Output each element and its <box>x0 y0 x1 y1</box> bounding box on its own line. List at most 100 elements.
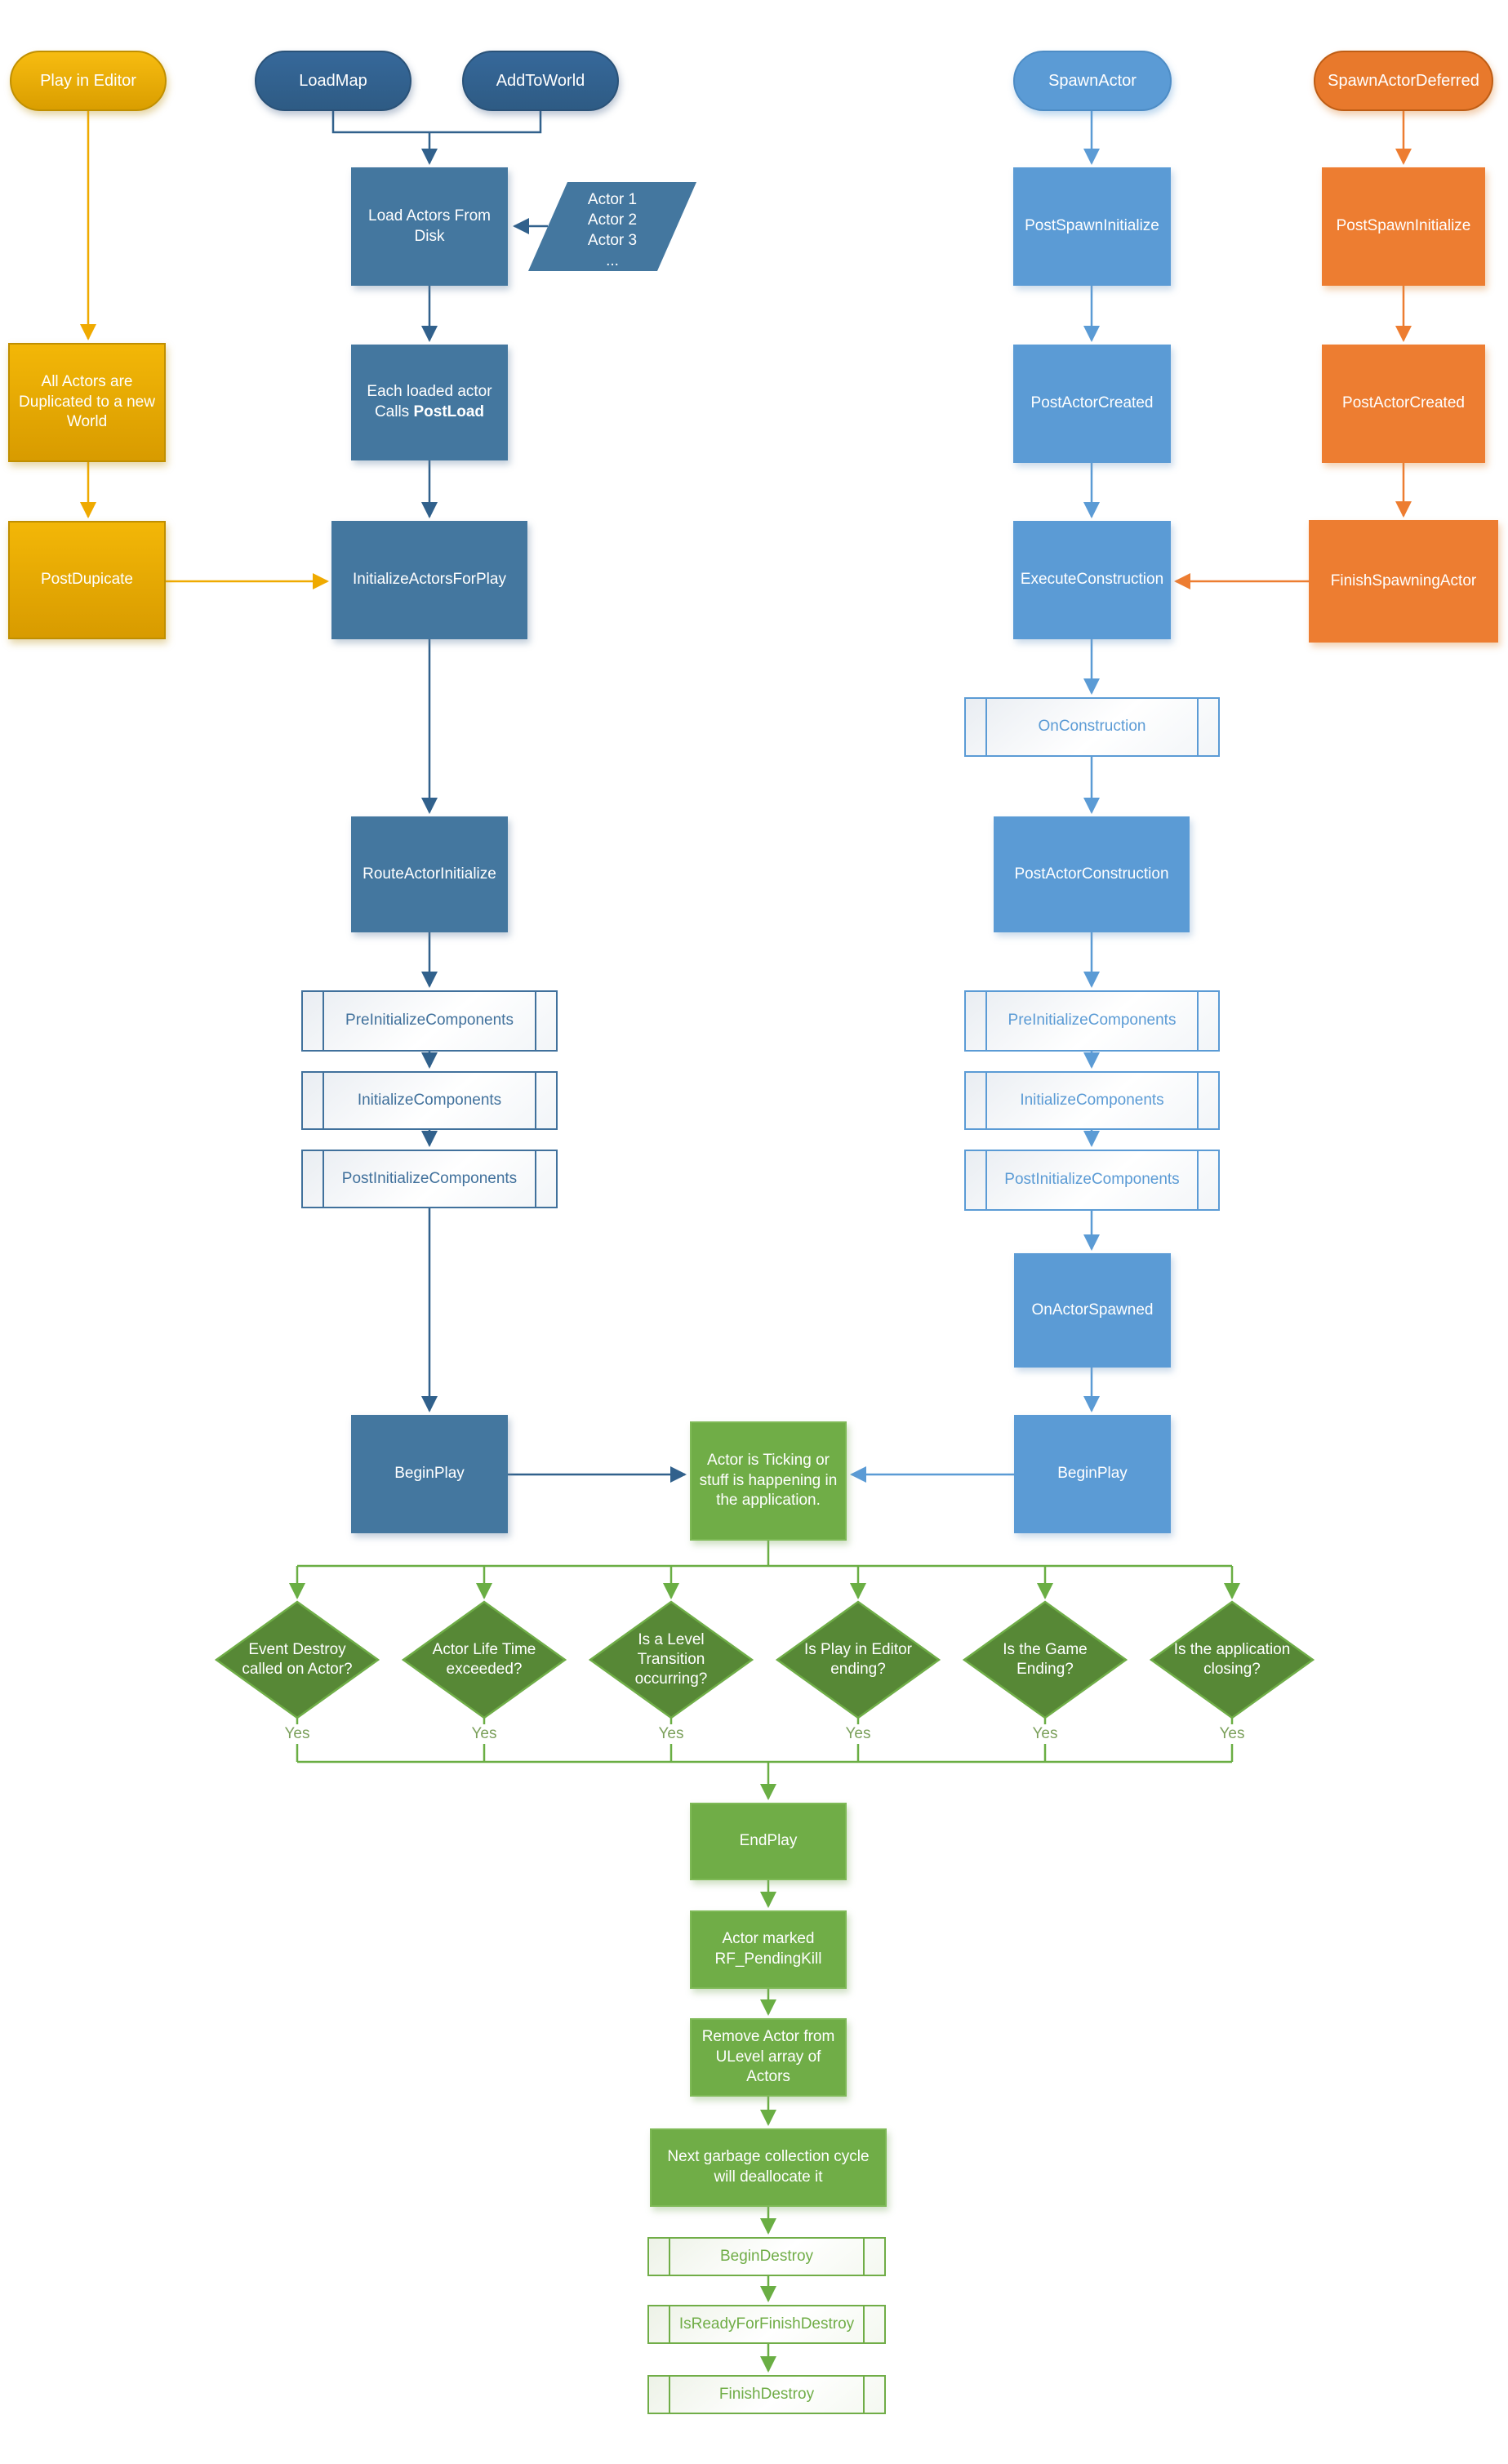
remove-actor-from-ulevel-label: Remove Actor from ULevel array of Actors <box>701 2027 835 2086</box>
post-actor-construction-label: PostActorConstruction <box>1014 865 1169 883</box>
execute-construction-box: ExecuteConstruction <box>1013 521 1171 639</box>
begin-destroy-box: BeginDestroy <box>647 2237 886 2276</box>
post-spawn-initialize-label: PostSpawnInitialize <box>1336 217 1471 235</box>
on-actor-spawned-box: OnActorSpawned <box>1014 1253 1171 1368</box>
each-loaded-actor-label: Each loaded actor Calls PostLoad <box>367 382 492 422</box>
branch-yes-label: Yes <box>273 1724 322 1744</box>
initialize-actors-for-play-label: InitializeActorsForPlay <box>353 571 506 589</box>
start-spawn-actor-label: SpawnActor <box>1048 72 1137 90</box>
actor-list-item: ... <box>606 252 619 269</box>
actor-marked-pending-kill-label: Actor marked RF_PendingKill <box>714 1930 822 1968</box>
decision-diamond <box>401 1600 567 1719</box>
begin-destroy-label: BeginDestroy <box>719 2247 814 2265</box>
each-loaded-actor-line2-prefix: Calls <box>374 403 414 420</box>
actor-list-item: Actor 3 <box>587 232 638 249</box>
each-loaded-actor-box: Each loaded actor Calls PostLoad <box>351 345 508 460</box>
start-add-to-world-label: AddToWorld <box>496 72 585 90</box>
remove-actor-from-ulevel-box: Remove Actor from ULevel array of Actors <box>690 2018 847 2097</box>
end-play-label: EndPlay <box>739 1832 798 1850</box>
on-construction-box: OnConstruction <box>964 697 1220 757</box>
garbage-collection-box: Next garbage collection cycle will deall… <box>650 2128 887 2207</box>
post-actor-construction-box: PostActorConstruction <box>994 816 1190 932</box>
post-spawn-initialize-deferred-box: PostSpawnInitialize <box>1322 167 1485 286</box>
connectors-light-blue <box>850 111 1100 1483</box>
is-ready-for-finish-destroy-label: IsReadyForFinishDestroy <box>678 2315 855 2333</box>
begin-play-label: BeginPlay <box>394 1465 465 1483</box>
pre-initialize-components-right: PreInitializeComponents <box>964 990 1220 1052</box>
branch-yes-label: Yes <box>1208 1724 1257 1744</box>
post-spawn-initialize-label: PostSpawnInitialize <box>1025 217 1159 235</box>
post-duplicate-label: PostDupicate <box>40 571 133 589</box>
finish-destroy-box: FinishDestroy <box>647 2375 886 2414</box>
initialize-components-left: InitializeComponents <box>301 1071 558 1130</box>
finish-spawning-actor-label: FinishSpawningActor <box>1330 572 1477 589</box>
branch-yes-label: Yes <box>1021 1724 1070 1744</box>
initialize-components-label: InitializeComponents <box>1020 1091 1164 1109</box>
decision-diamond <box>1149 1600 1315 1719</box>
actor-marked-pending-kill-box: Actor marked RF_PendingKill <box>690 1910 847 1989</box>
connectors-gold <box>80 111 329 589</box>
actor-list-label: Actor 1 Actor 2 Actor 3 ... <box>539 189 686 271</box>
post-duplicate-box: PostDupicate <box>8 521 166 639</box>
decision-diamond <box>775 1600 941 1719</box>
decision-event-destroy-label: Event Destroy called on Actor? <box>242 1641 353 1678</box>
finish-spawning-actor-box: FinishSpawningActor <box>1309 520 1498 643</box>
end-play-box: EndPlay <box>690 1803 847 1880</box>
route-actor-initialize-box: RouteActorInitialize <box>351 816 508 932</box>
actor-ticking-box: Actor is Ticking or stuff is happening i… <box>690 1421 847 1541</box>
decision-app-closing-label: Is the application closing? <box>1173 1641 1291 1678</box>
start-load-map: LoadMap <box>255 51 411 111</box>
post-actor-created-deferred-box: PostActorCreated <box>1322 345 1485 463</box>
actor-list-item: Actor 2 <box>587 211 638 229</box>
initialize-components-right: InitializeComponents <box>964 1071 1220 1130</box>
initialize-actors-for-play-box: InitializeActorsForPlay <box>331 521 527 639</box>
start-add-to-world: AddToWorld <box>462 51 619 111</box>
start-play-in-editor-label: Play in Editor <box>40 72 136 90</box>
post-spawn-initialize-box: PostSpawnInitialize <box>1013 167 1171 286</box>
decision-pie-ending-label: Is Play in Editor ending? <box>804 1641 912 1678</box>
begin-play-left-box: BeginPlay <box>351 1415 508 1533</box>
start-spawn-actor-deferred: SpawnActorDeferred <box>1314 51 1493 111</box>
decision-game-ending-label: Is the Game Ending? <box>1003 1641 1088 1678</box>
post-actor-created-label: PostActorCreated <box>1030 394 1154 412</box>
branch-yes-label: Yes <box>460 1724 509 1744</box>
connectors-orange <box>1174 111 1412 589</box>
actor-list-item: Actor 1 <box>587 191 638 208</box>
pre-initialize-components-label: PreInitializeComponents <box>345 1012 514 1030</box>
each-loaded-actor-postload: PostLoad <box>413 403 485 420</box>
actor-ticking-label: Actor is Ticking or stuff is happening i… <box>699 1451 838 1510</box>
decision-level-transition-label: Is a Level Transition occurring? <box>634 1631 708 1688</box>
all-actors-duplicated-label: All Actors are Duplicated to a new World <box>19 372 155 431</box>
pre-initialize-components-label: PreInitializeComponents <box>1008 1012 1177 1030</box>
decision-lifetime-label: Actor Life Time exceeded? <box>432 1641 536 1678</box>
start-spawn-actor-deferred-label: SpawnActorDeferred <box>1328 72 1479 90</box>
connectors-navy <box>331 111 687 1483</box>
connectors-green <box>289 1541 1240 2373</box>
all-actors-duplicated-box: All Actors are Duplicated to a new World <box>8 343 166 462</box>
actor-list-parallelogram <box>528 182 696 271</box>
initialize-components-label: InitializeComponents <box>357 1091 502 1109</box>
branch-yes-label: Yes <box>647 1724 696 1744</box>
start-play-in-editor: Play in Editor <box>10 51 167 111</box>
branch-yes-label: Yes <box>834 1724 883 1744</box>
start-spawn-actor: SpawnActor <box>1013 51 1172 111</box>
on-actor-spawned-label: OnActorSpawned <box>1031 1301 1154 1319</box>
post-initialize-components-right: PostInitializeComponents <box>964 1150 1220 1211</box>
begin-play-right-box: BeginPlay <box>1014 1415 1171 1533</box>
is-ready-for-finish-destroy-box: IsReadyForFinishDestroy <box>647 2305 886 2344</box>
post-initialize-components-label: PostInitializeComponents <box>1004 1171 1180 1189</box>
decision-diamond <box>214 1600 380 1719</box>
post-initialize-components-left: PostInitializeComponents <box>301 1150 558 1208</box>
decision-diamond <box>588 1600 754 1719</box>
decision-diamond <box>962 1600 1128 1719</box>
post-initialize-components-label: PostInitializeComponents <box>341 1169 518 1187</box>
load-actors-from-disk-label: Load Actors From Disk <box>368 207 491 245</box>
post-actor-created-label: PostActorCreated <box>1342 394 1465 412</box>
load-actors-from-disk-box: Load Actors From Disk <box>351 167 508 286</box>
each-loaded-actor-line1: Each loaded actor <box>367 383 492 401</box>
decision-diamonds <box>214 1600 1315 1719</box>
pre-initialize-components-left: PreInitializeComponents <box>301 990 558 1052</box>
garbage-collection-label: Next garbage collection cycle will deall… <box>667 2148 870 2186</box>
